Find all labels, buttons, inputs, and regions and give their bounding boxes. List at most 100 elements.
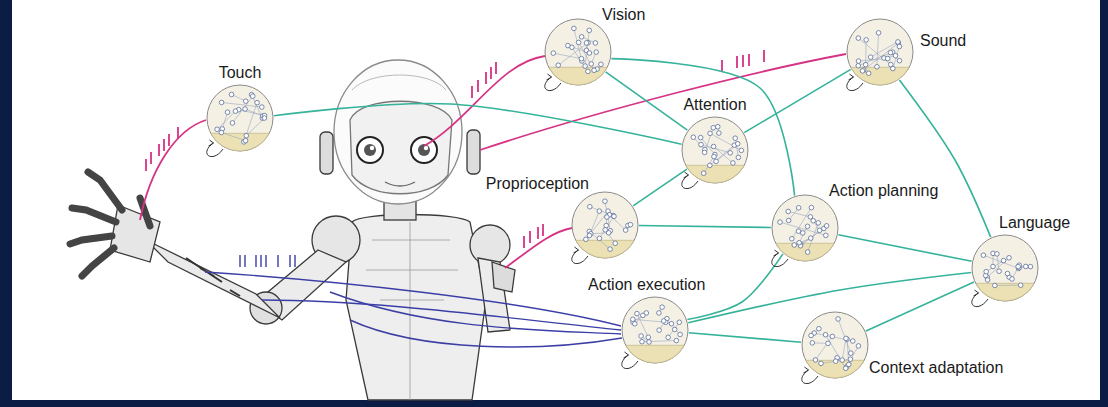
module-band bbox=[976, 283, 1034, 301]
neuron-dot bbox=[243, 138, 248, 143]
neuron-dot bbox=[657, 328, 662, 333]
neuron-dot bbox=[592, 68, 597, 73]
module-connection bbox=[899, 80, 990, 237]
neuron-dot bbox=[584, 41, 589, 46]
neuron-dot bbox=[708, 163, 713, 168]
loop-arrowhead bbox=[573, 247, 578, 253]
module-circle bbox=[207, 85, 273, 151]
neuron-dot bbox=[612, 214, 617, 219]
loop-arrowhead bbox=[773, 250, 778, 256]
neuron-dot bbox=[981, 253, 986, 258]
neural-module: Language bbox=[971, 234, 1039, 302]
neuron-dot bbox=[603, 228, 608, 233]
module-connection bbox=[274, 104, 682, 145]
robot-illustration bbox=[70, 60, 515, 400]
module-circle bbox=[801, 311, 869, 379]
robot-illustration bbox=[334, 60, 462, 204]
neuron-dot bbox=[641, 313, 646, 318]
neuron-dot bbox=[984, 269, 989, 274]
robot-illustration bbox=[320, 132, 333, 174]
neuron-dot bbox=[255, 100, 260, 105]
neuron-dot bbox=[587, 28, 592, 33]
neuron-dot bbox=[813, 358, 818, 363]
neuron-dot bbox=[824, 224, 829, 229]
neuron-dot bbox=[613, 241, 618, 246]
neuron-dot bbox=[991, 264, 996, 269]
robot-illustration bbox=[82, 248, 114, 276]
robot-illustration bbox=[186, 258, 240, 296]
robot-illustration bbox=[350, 101, 452, 194]
synapse bbox=[704, 157, 714, 174]
neuron-dot bbox=[702, 150, 707, 155]
neuron-dot bbox=[566, 43, 571, 48]
neuron-dot bbox=[647, 340, 652, 345]
neuron-dot bbox=[817, 326, 822, 331]
neuron-dot bbox=[856, 36, 861, 41]
motor-command-lines bbox=[330, 292, 621, 334]
module-circle bbox=[545, 19, 611, 85]
neuron-dot bbox=[715, 124, 720, 129]
synapse bbox=[826, 335, 846, 369]
neuron-dot bbox=[674, 338, 679, 343]
neuron-dot bbox=[666, 335, 671, 340]
synapse bbox=[710, 145, 734, 165]
synapse bbox=[637, 314, 648, 338]
synapse bbox=[574, 28, 582, 61]
module-connection bbox=[633, 169, 687, 206]
loop-arrowhead bbox=[208, 140, 213, 146]
neuron-dot bbox=[1018, 283, 1023, 288]
synapse bbox=[232, 96, 252, 123]
synapse bbox=[579, 42, 594, 70]
loop-arrowhead bbox=[623, 352, 628, 358]
neuron-dot bbox=[250, 94, 255, 99]
synapse bbox=[572, 47, 588, 71]
neuron-dot bbox=[551, 51, 556, 56]
module-band bbox=[851, 67, 909, 85]
module-circle bbox=[972, 235, 1038, 301]
neuron-dot bbox=[805, 250, 810, 255]
neuron-dot bbox=[594, 50, 599, 55]
sensory-spike-lines bbox=[140, 120, 206, 220]
neuron-dot bbox=[778, 220, 783, 225]
robot-illustration bbox=[352, 75, 446, 90]
robot-illustration bbox=[357, 137, 383, 163]
module-circle bbox=[571, 191, 639, 259]
neuron-dot bbox=[830, 334, 835, 339]
synapse bbox=[983, 255, 1018, 268]
neuron-dot bbox=[640, 339, 645, 344]
synapse bbox=[568, 46, 590, 53]
neuron-dot bbox=[875, 64, 880, 69]
neural-module: Attention bbox=[681, 116, 749, 184]
neuron-dot bbox=[698, 135, 703, 140]
module-circle bbox=[771, 194, 839, 262]
module-connection bbox=[689, 333, 801, 342]
neural-module: Sound bbox=[846, 18, 914, 86]
loop-arrowhead bbox=[973, 290, 978, 296]
sensory-spike-lines bbox=[722, 50, 764, 72]
neuron-dot bbox=[792, 243, 797, 248]
neuron-dot bbox=[260, 105, 265, 110]
neuron-dot bbox=[790, 236, 795, 241]
module-connection bbox=[744, 69, 851, 132]
neuron-dot bbox=[230, 121, 235, 126]
neural-module: Action planning bbox=[771, 194, 839, 262]
neuron-dot bbox=[728, 151, 733, 156]
synapse bbox=[821, 359, 850, 363]
neuron-dot bbox=[995, 252, 1000, 257]
neuron-dot bbox=[587, 233, 592, 238]
neuron-dot bbox=[672, 327, 677, 332]
module-label: Action planning bbox=[827, 182, 940, 200]
neuron-dot bbox=[993, 283, 998, 288]
neuron-dot bbox=[739, 148, 744, 153]
neuron-dot bbox=[1023, 264, 1028, 269]
module-circle bbox=[847, 19, 913, 85]
neural-module: Context adaptation bbox=[801, 311, 869, 379]
synapse bbox=[589, 211, 599, 235]
neuron-dot bbox=[849, 351, 854, 356]
module-connection bbox=[611, 59, 794, 196]
neural-module: Touch bbox=[206, 84, 274, 152]
robot-illustration bbox=[364, 144, 376, 156]
module-label: Proprioception bbox=[484, 175, 591, 193]
neuron-dot bbox=[888, 50, 893, 55]
neuron-dot bbox=[584, 237, 589, 242]
